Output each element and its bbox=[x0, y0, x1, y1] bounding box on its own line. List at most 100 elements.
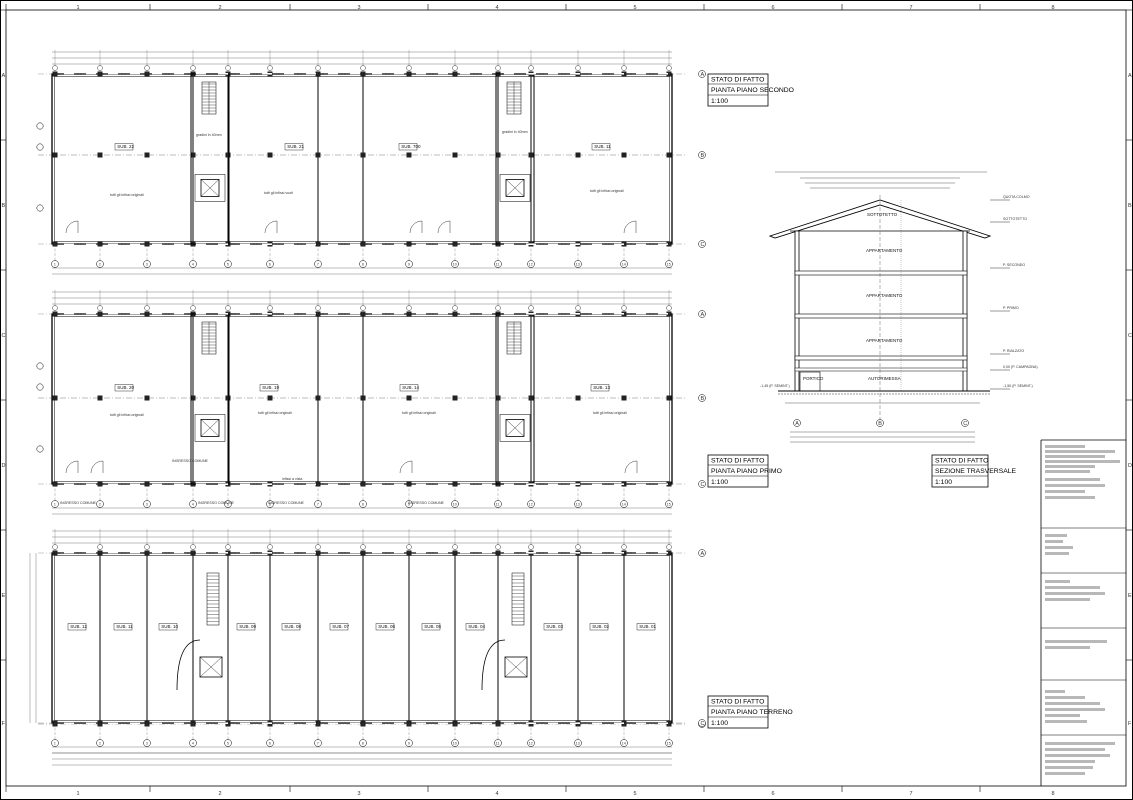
unit-label-box bbox=[636, 623, 656, 631]
grid-axis-label: 11 bbox=[496, 741, 500, 745]
grid-axis-bubble bbox=[224, 500, 232, 508]
left-axis-bubble bbox=[36, 143, 44, 151]
pillar bbox=[52, 395, 58, 401]
title-block-text bbox=[1045, 598, 1090, 601]
plan-note: tutti gli infissi originali bbox=[590, 189, 624, 193]
top-axis-bubble bbox=[360, 544, 366, 550]
pillar bbox=[666, 152, 672, 158]
grid-axis-label: 6 bbox=[269, 741, 271, 745]
grid-axis-bubble bbox=[143, 500, 151, 508]
title-block-text bbox=[1045, 708, 1105, 711]
grid-axis-bubble bbox=[527, 260, 535, 268]
top-axis-bubble bbox=[360, 65, 366, 71]
top-axis-bubble bbox=[666, 305, 672, 311]
level-secondo: P. SECONDO bbox=[1003, 263, 1025, 267]
top-axis-bubble bbox=[267, 65, 273, 71]
title-terreno-line1: STATO DI FATTO bbox=[711, 699, 764, 706]
title-terreno-line2: PIANTA PIANO TERRENO bbox=[711, 709, 793, 716]
top-axis-bubble bbox=[666, 544, 672, 550]
top-axis-bubble bbox=[97, 544, 103, 550]
title-block-text bbox=[1045, 580, 1070, 583]
pillar bbox=[144, 152, 150, 158]
border-col-top: 1 bbox=[77, 5, 80, 11]
grid-axis-label: 4 bbox=[192, 502, 194, 506]
top-axis-bubble bbox=[190, 305, 196, 311]
grid-axis-bubble bbox=[266, 260, 274, 268]
top-axis-bubble bbox=[97, 305, 103, 311]
top-axis-bubble bbox=[267, 544, 273, 550]
unit-label: SUB. 09 bbox=[239, 624, 256, 629]
plan-note: gradini in 40mm bbox=[196, 133, 222, 137]
section-room-appartamento-0: APPARTAMENTO bbox=[866, 338, 903, 343]
level-seminterrato: -1,50 (P. SEMINT.) bbox=[1003, 384, 1033, 388]
title-block-text bbox=[1045, 534, 1067, 537]
section-room-sottotetto: SOTTOTETTO bbox=[867, 212, 898, 217]
top-axis-bubble bbox=[315, 305, 321, 311]
grid-axis-bubble bbox=[620, 739, 628, 747]
door-swing bbox=[623, 220, 637, 234]
top-axis-bubble bbox=[97, 65, 103, 71]
row-axis-bubble bbox=[698, 240, 706, 248]
grid-axis-label: 14 bbox=[622, 502, 626, 506]
title-primo-line1: STATO DI FATTO bbox=[711, 458, 764, 465]
title-box-primo: STATO DI FATTO PIANTA PIANO PRIMO 1:100 bbox=[707, 454, 782, 488]
plan-note: tutti gli infissi originali bbox=[402, 411, 436, 415]
unit-label: SUB. 08 bbox=[284, 624, 301, 629]
border-col-bottom: 1 bbox=[77, 791, 80, 797]
grid-axis-bubble bbox=[189, 500, 197, 508]
staircase bbox=[506, 81, 522, 115]
section-room-appartamento-1: APPARTAMENTO bbox=[866, 293, 903, 298]
row-axis-bubble bbox=[698, 549, 706, 557]
grid-axis-label: 5 bbox=[227, 262, 229, 266]
border-row-left: F bbox=[2, 721, 6, 727]
pillar bbox=[315, 152, 321, 158]
grid-axis-label: 13 bbox=[576, 741, 580, 745]
unit-label: SUB. 11 bbox=[116, 624, 133, 629]
grid-axis-bubble bbox=[143, 260, 151, 268]
level-colmo: QUOTA COLMO bbox=[1003, 195, 1030, 199]
pillar bbox=[621, 152, 627, 158]
title-block-text bbox=[1045, 450, 1115, 453]
grid-axis-label: 10 bbox=[453, 741, 457, 745]
title-block-text bbox=[1045, 742, 1115, 745]
title-primo-scale: 1:100 bbox=[711, 479, 728, 486]
border-col-top: 7 bbox=[910, 5, 913, 11]
unit-label-box bbox=[399, 384, 419, 392]
border-col-bottom: 7 bbox=[910, 791, 913, 797]
grid-axis-label: 8 bbox=[362, 262, 364, 266]
plan-note: INGRESSO COMUNE bbox=[60, 501, 97, 505]
grid-axis-label: 15 bbox=[667, 262, 671, 266]
left-axis-bubble bbox=[36, 362, 44, 370]
grid-axis-label: 5 bbox=[227, 502, 229, 506]
grid-axis-label: 13 bbox=[576, 262, 580, 266]
unit-label-box bbox=[114, 143, 134, 151]
unit-label: SUB. 700 bbox=[401, 144, 421, 149]
grid-axis-label: 5 bbox=[227, 741, 229, 745]
grid-axis-bubble bbox=[620, 500, 628, 508]
title-secondo-line2: PIANTA PIANO SECONDO bbox=[711, 87, 794, 94]
grid-axis-label: 11 bbox=[496, 262, 500, 266]
grid-axis-bubble bbox=[189, 739, 197, 747]
grid-axis-bubble bbox=[451, 260, 459, 268]
plan-note: tutti gli infissi originali bbox=[593, 411, 627, 415]
grid-axis-bubble bbox=[494, 500, 502, 508]
unit-label: SUB. 05 bbox=[424, 624, 441, 629]
unit-label-box bbox=[113, 623, 133, 631]
title-block-text bbox=[1045, 690, 1065, 693]
pillar bbox=[406, 395, 412, 401]
grid-axis-bubble bbox=[620, 260, 628, 268]
grid-axis-bubble bbox=[405, 739, 413, 747]
door-swing bbox=[409, 220, 423, 234]
unit-label: SUB. 14 bbox=[402, 385, 419, 390]
row-axis-label: B bbox=[701, 153, 705, 159]
pillar bbox=[225, 395, 231, 401]
grid-axis-label: 9 bbox=[408, 741, 410, 745]
grid-axis-bubble bbox=[224, 739, 232, 747]
title-block-text bbox=[1045, 720, 1087, 723]
left-axis-bubble bbox=[36, 122, 44, 130]
grid-axis-bubble bbox=[224, 260, 232, 268]
top-axis-bubble bbox=[144, 65, 150, 71]
border-col-top: 3 bbox=[358, 5, 361, 11]
title-box-secondo: STATO DI FATTO PIANTA PIANO SECONDO 1:10… bbox=[707, 73, 794, 107]
grid-axis-label: 2 bbox=[99, 502, 101, 506]
